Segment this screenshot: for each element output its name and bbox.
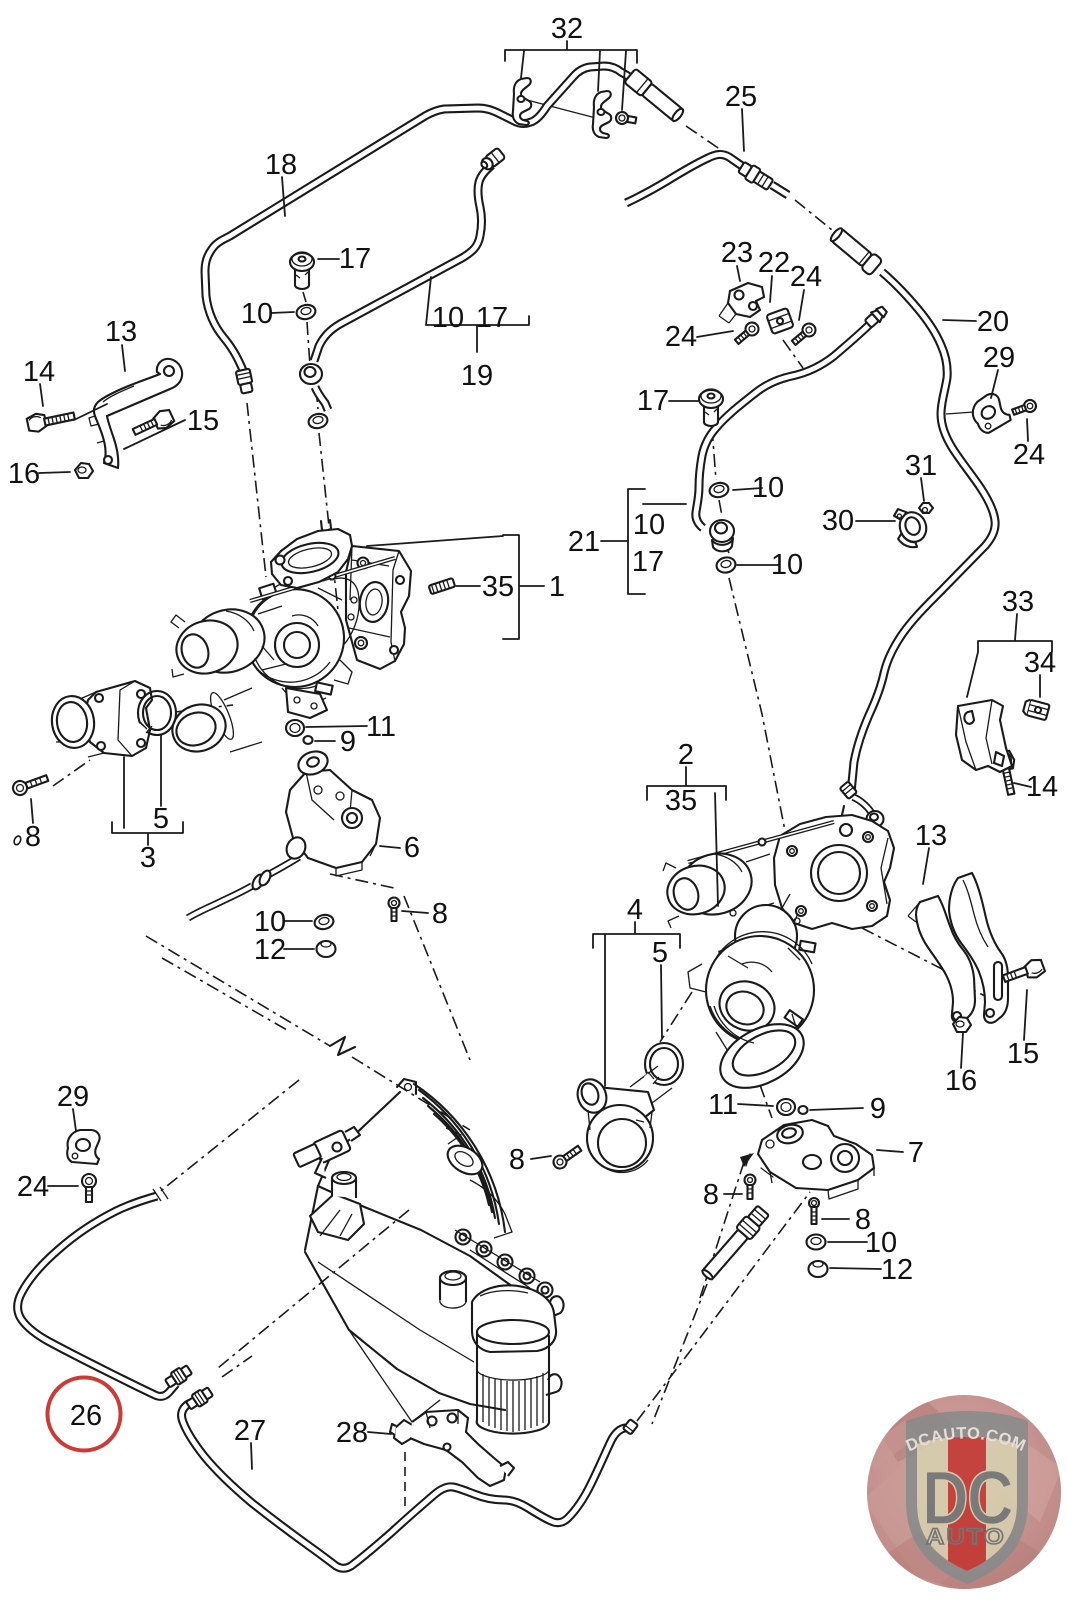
svg-text:10: 10 <box>752 472 784 504</box>
svg-text:11: 11 <box>366 711 396 743</box>
svg-text:11: 11 <box>708 1089 738 1121</box>
svg-text:23: 23 <box>721 237 753 269</box>
svg-text:10: 10 <box>771 549 803 581</box>
svg-text:1: 1 <box>549 571 565 603</box>
svg-text:16: 16 <box>8 458 40 490</box>
svg-text:15: 15 <box>1007 1038 1039 1070</box>
svg-text:17: 17 <box>637 385 669 417</box>
svg-text:24: 24 <box>665 321 697 353</box>
svg-text:31: 31 <box>905 450 937 482</box>
svg-text:10: 10 <box>865 1227 897 1259</box>
svg-text:35: 35 <box>482 571 514 603</box>
svg-text:8: 8 <box>25 821 41 853</box>
svg-text:13: 13 <box>915 820 947 852</box>
svg-text:15: 15 <box>187 405 219 437</box>
svg-text:24: 24 <box>790 261 822 293</box>
svg-text:16: 16 <box>945 1065 977 1097</box>
svg-text:25: 25 <box>725 81 757 113</box>
svg-text:33: 33 <box>1002 586 1034 618</box>
svg-text:9: 9 <box>340 726 356 758</box>
svg-text:24: 24 <box>1013 439 1045 471</box>
svg-text:9: 9 <box>870 1093 886 1125</box>
svg-text:7: 7 <box>908 1137 924 1169</box>
svg-text:6: 6 <box>404 832 420 864</box>
svg-text:24: 24 <box>17 1171 49 1203</box>
svg-text:17: 17 <box>632 546 664 578</box>
svg-text:12: 12 <box>881 1254 913 1286</box>
svg-text:14: 14 <box>23 356 55 388</box>
svg-text:10: 10 <box>633 509 665 541</box>
svg-text:19: 19 <box>461 360 493 392</box>
svg-text:10: 10 <box>432 302 464 334</box>
svg-text:27: 27 <box>234 1415 266 1447</box>
svg-text:12: 12 <box>254 934 286 966</box>
svg-text:32: 32 <box>551 13 583 45</box>
svg-text:5: 5 <box>153 803 169 835</box>
svg-text:18: 18 <box>265 149 297 181</box>
svg-text:26: 26 <box>70 1400 102 1432</box>
svg-text:13: 13 <box>105 316 137 348</box>
svg-text:3: 3 <box>140 842 156 874</box>
svg-text:8: 8 <box>855 1204 871 1236</box>
svg-text:AUTO: AUTO <box>926 1524 1006 1549</box>
svg-text:8: 8 <box>509 1144 525 1176</box>
svg-text:17: 17 <box>476 302 508 334</box>
svg-text:35: 35 <box>665 785 697 817</box>
svg-text:29: 29 <box>57 1081 89 1113</box>
svg-text:4: 4 <box>627 894 643 926</box>
svg-text:17: 17 <box>339 243 371 275</box>
svg-text:5: 5 <box>652 937 668 969</box>
svg-text:34: 34 <box>1024 647 1056 679</box>
svg-text:10: 10 <box>241 298 273 330</box>
svg-text:DC: DC <box>922 1456 1012 1541</box>
svg-text:30: 30 <box>822 505 854 537</box>
svg-text:28: 28 <box>336 1417 368 1449</box>
svg-text:22: 22 <box>758 247 790 279</box>
svg-text:21: 21 <box>568 526 600 558</box>
svg-text:29: 29 <box>983 342 1015 374</box>
svg-text:20: 20 <box>977 306 1009 338</box>
svg-text:8: 8 <box>432 898 448 930</box>
svg-text:10: 10 <box>254 906 286 938</box>
svg-text:2: 2 <box>678 739 694 771</box>
svg-text:8: 8 <box>703 1179 719 1211</box>
svg-text:14: 14 <box>1026 771 1058 803</box>
